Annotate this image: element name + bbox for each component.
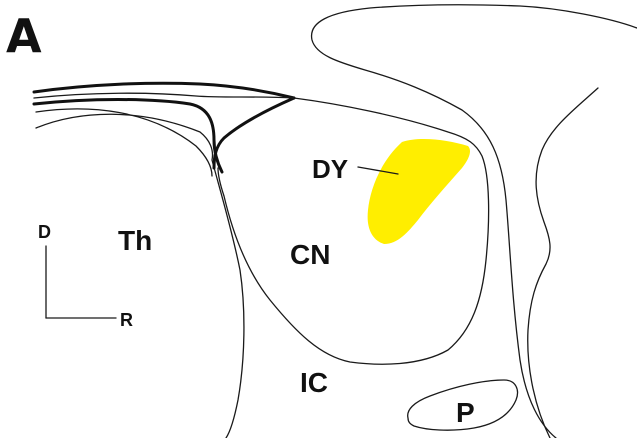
label-cn: CN — [290, 239, 330, 270]
label-th: Th — [118, 225, 152, 256]
orientation-dorsal-label: D — [38, 222, 51, 242]
upper-right-outline — [312, 5, 637, 438]
right-wavy-outline — [528, 88, 598, 438]
orientation-rostral-label: R — [120, 310, 133, 330]
fornix-band-lower — [34, 100, 222, 173]
panel-letter: A — [6, 9, 42, 63]
label-p: P — [456, 397, 475, 428]
fornix-band-upper — [34, 83, 294, 98]
dy-region — [368, 139, 470, 244]
fornix-band-diagonal — [214, 98, 294, 168]
caudate-nucleus-outline — [218, 98, 489, 364]
label-ic: IC — [300, 367, 328, 398]
label-dy: DY — [312, 154, 348, 184]
fornix-band-thin — [34, 93, 294, 98]
